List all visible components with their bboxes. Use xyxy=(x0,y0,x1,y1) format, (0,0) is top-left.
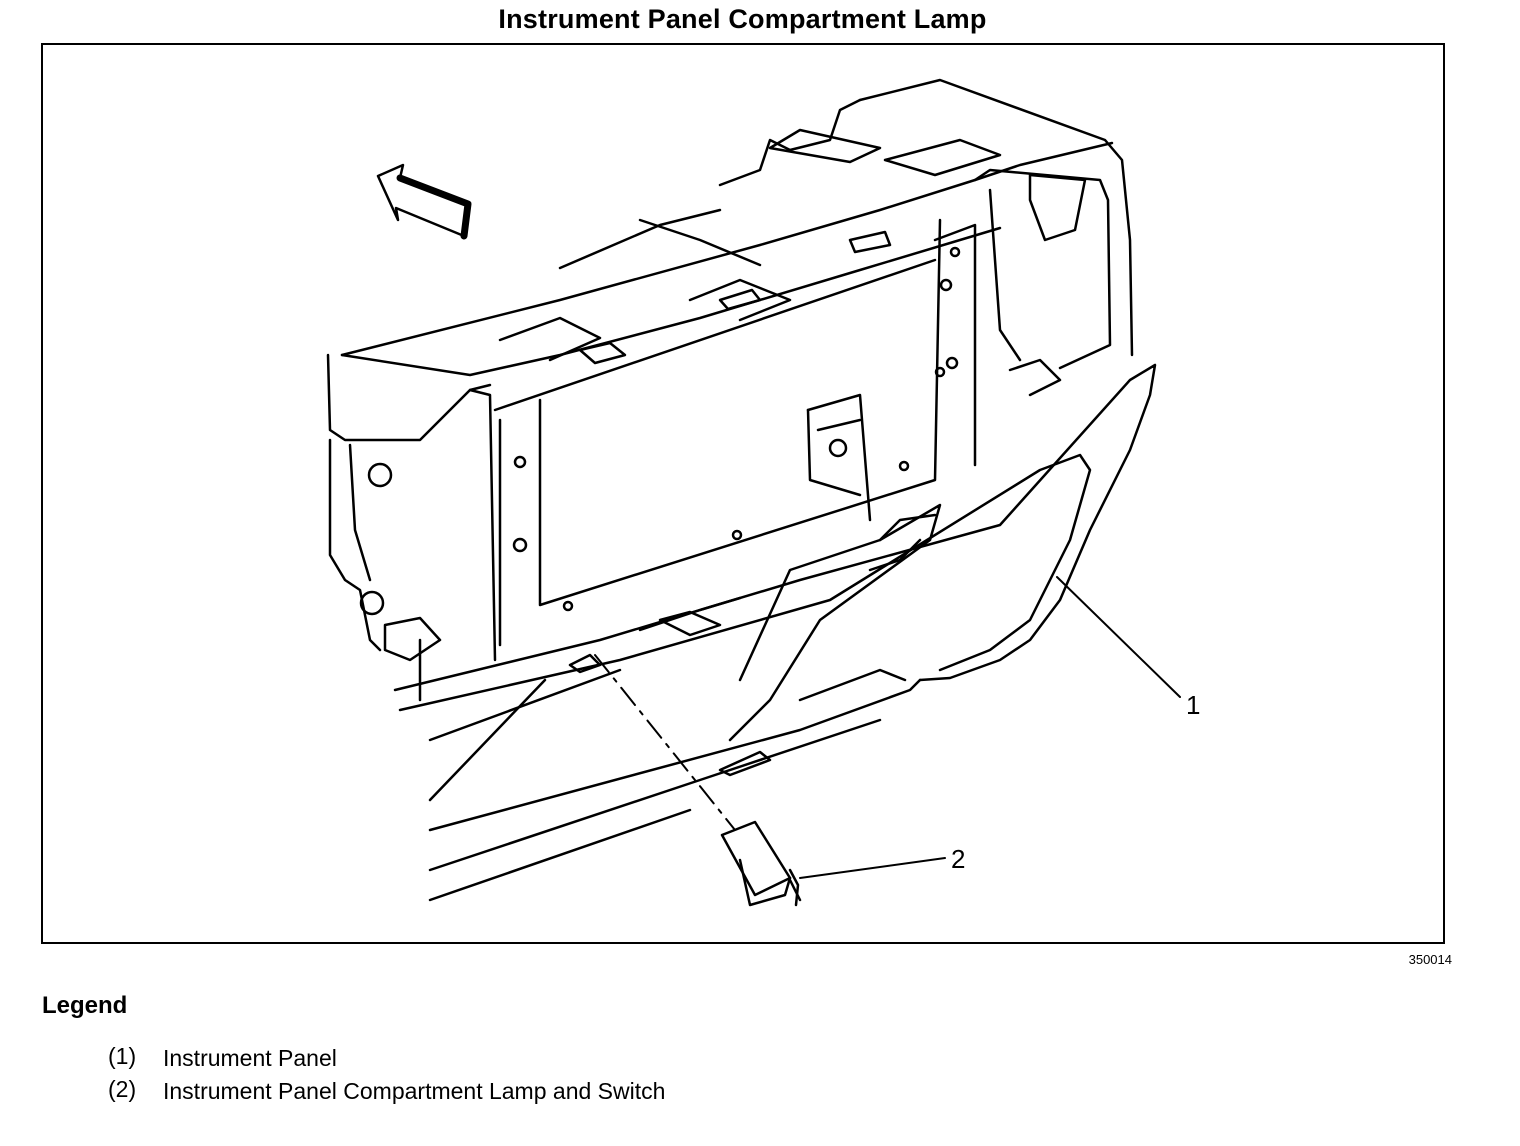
callout-1: 1 xyxy=(1186,690,1200,720)
legend-heading: Legend xyxy=(42,992,128,1019)
illustration-frame xyxy=(41,43,1445,944)
diagram-title: Instrument Panel Compartment Lamp xyxy=(498,4,987,34)
legend-item-number: (2) xyxy=(108,1076,137,1102)
compartment-lamp-switch-icon xyxy=(720,820,802,907)
legend-item-label: Instrument Panel xyxy=(163,1045,337,1071)
legend-item-label: Instrument Panel Compartment Lamp and Sw… xyxy=(163,1078,666,1104)
figure-number: 350014 xyxy=(1408,952,1452,967)
callout-2: 2 xyxy=(951,844,965,874)
legend-item-number: (1) xyxy=(108,1043,137,1069)
forward-arrow-icon xyxy=(376,163,472,240)
